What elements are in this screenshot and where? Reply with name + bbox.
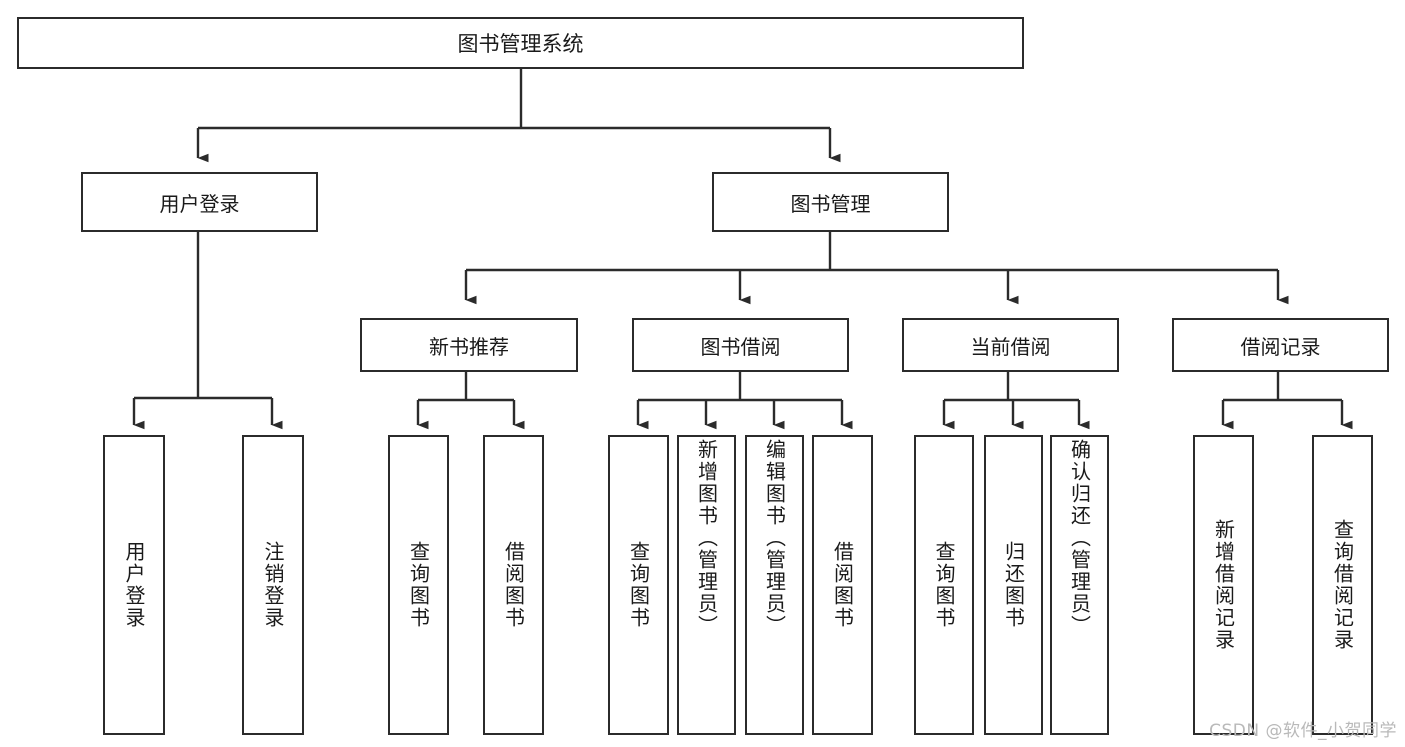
node-label: 查询借阅记录 [1330, 519, 1355, 651]
node-label: 图书借阅 [700, 334, 781, 359]
node-root-system[interactable]: 图书管理系统 [17, 17, 1024, 69]
node-book-borrow[interactable]: 图书借阅 [632, 318, 849, 372]
node-leaf-borrow-books[interactable]: 借阅图书 [812, 435, 873, 735]
node-label: 注销登录 [261, 541, 285, 629]
node-leaf-confirm-return-admin[interactable]: 确认归还（管理员） [1050, 435, 1109, 735]
node-borrow-records[interactable]: 借阅记录 [1172, 318, 1389, 372]
edges-currentborrow-to-leaves [942, 372, 1090, 430]
node-label: 借阅图书 [830, 541, 855, 629]
node-leaf-query-books-current[interactable]: 查询图书 [914, 435, 974, 735]
node-new-book-recommend[interactable]: 新书推荐 [360, 318, 578, 372]
node-label: 用户登录 [122, 541, 146, 629]
node-leaf-user-login[interactable]: 用户登录 [103, 435, 165, 735]
node-leaf-logout[interactable]: 注销登录 [242, 435, 304, 735]
node-label: 借阅记录 [1240, 334, 1321, 359]
node-current-borrow[interactable]: 当前借阅 [902, 318, 1119, 372]
node-label: 新增借阅记录 [1211, 519, 1236, 651]
node-label: 编辑图书（管理员） [762, 439, 787, 637]
node-user-login[interactable]: 用户登录 [81, 172, 318, 232]
node-label: 新书推荐 [429, 334, 509, 359]
edges-newbooks-to-leaves [416, 372, 525, 430]
edges-root-to-level2 [196, 69, 841, 163]
node-label: 查询图书 [406, 541, 431, 629]
node-leaf-return-books[interactable]: 归还图书 [984, 435, 1043, 735]
node-label: 查询图书 [932, 541, 956, 629]
node-label: 查询图书 [626, 541, 651, 629]
node-leaf-query-books-recommend[interactable]: 查询图书 [388, 435, 449, 735]
node-label: 新增图书（管理员） [694, 439, 719, 637]
node-label: 归还图书 [1001, 541, 1026, 629]
edges-userlogin-to-leaves [132, 232, 283, 430]
edges-borrowrecords-to-leaves [1221, 372, 1353, 430]
node-leaf-add-book-admin[interactable]: 新增图书（管理员） [677, 435, 736, 735]
edges-borrowbooks-to-leaves [636, 372, 853, 430]
node-label: 当前借阅 [970, 334, 1051, 359]
node-label: 图书管理 [790, 191, 871, 216]
node-book-management[interactable]: 图书管理 [712, 172, 949, 232]
node-label: 借阅图书 [501, 541, 526, 629]
node-label: 图书管理系统 [457, 32, 584, 56]
edges-level2-booksmgmt-to-level3 [464, 232, 1289, 305]
node-label: 确认归还（管理员） [1067, 439, 1092, 637]
node-leaf-query-books-borrow[interactable]: 查询图书 [608, 435, 669, 735]
node-leaf-add-borrow-record[interactable]: 新增借阅记录 [1193, 435, 1254, 735]
csdn-watermark: CSDN @软件_小贺同学 [1209, 721, 1397, 741]
node-leaf-borrow-books-recommend[interactable]: 借阅图书 [483, 435, 544, 735]
node-leaf-query-borrow-record[interactable]: 查询借阅记录 [1312, 435, 1373, 735]
node-label: 用户登录 [159, 191, 240, 216]
node-leaf-edit-book-admin[interactable]: 编辑图书（管理员） [745, 435, 804, 735]
